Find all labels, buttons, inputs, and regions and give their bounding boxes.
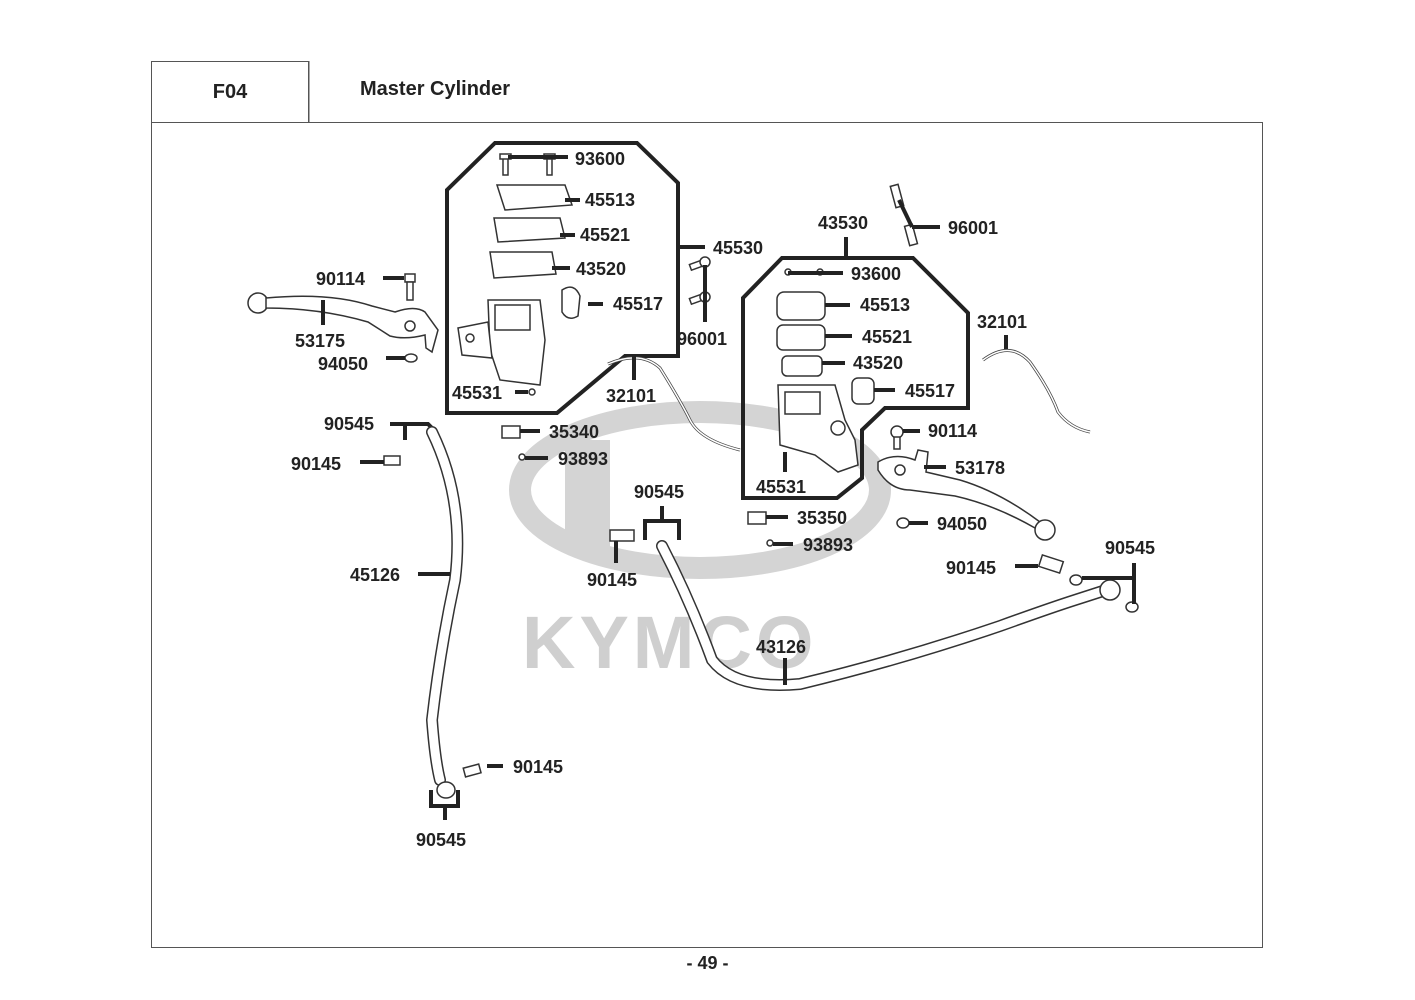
part-label[interactable]: 43126 bbox=[756, 637, 806, 657]
watermark-k-stem bbox=[565, 440, 610, 550]
washer-icon bbox=[1069, 574, 1083, 586]
diagram-frame bbox=[151, 122, 1263, 948]
part-label[interactable]: 93893 bbox=[803, 535, 853, 555]
part-label[interactable]: 90145 bbox=[946, 558, 996, 578]
diaphragm-icon bbox=[489, 251, 557, 279]
brake-switch-icon bbox=[747, 511, 767, 525]
part-label[interactable]: 96001 bbox=[948, 218, 998, 238]
banjo-bolt-icon bbox=[462, 763, 482, 778]
bolt-icon bbox=[889, 183, 919, 247]
part-label[interactable]: 32101 bbox=[977, 312, 1027, 332]
part-label[interactable]: 90114 bbox=[928, 421, 977, 441]
right-master-cylinder-assembly: 43530 93600 45513 45521 43520 45517 4553 bbox=[741, 213, 970, 500]
clamp-icon bbox=[851, 377, 875, 405]
part-label[interactable]: 32101 bbox=[606, 386, 656, 406]
part-label[interactable]: 90545 bbox=[1105, 538, 1155, 558]
pivot-bolt-icon bbox=[404, 273, 416, 301]
kymco-watermark-logo: KYMCO bbox=[509, 401, 891, 684]
banjo-bolt-icon bbox=[609, 529, 635, 542]
page-title: Master Cylinder bbox=[360, 78, 511, 100]
screw-icon bbox=[518, 453, 526, 461]
reservoir-cap-icon bbox=[495, 184, 574, 211]
leader-line bbox=[897, 199, 914, 228]
part-label[interactable]: 90145 bbox=[513, 757, 563, 777]
part-label[interactable]: 90545 bbox=[324, 414, 374, 434]
part-label[interactable]: 93893 bbox=[558, 449, 608, 469]
part-label[interactable]: 43520 bbox=[853, 353, 903, 373]
part-label[interactable]: 35340 bbox=[549, 422, 599, 442]
brake-lever-left-icon bbox=[247, 292, 439, 354]
part-label[interactable]: 90545 bbox=[634, 482, 684, 502]
page-number: - 49 - bbox=[686, 953, 729, 973]
part-label[interactable]: 45513 bbox=[585, 190, 635, 210]
part-label[interactable]: 96001 bbox=[677, 329, 727, 349]
part-label[interactable]: 94050 bbox=[937, 514, 987, 534]
reservoir-cap-icon bbox=[776, 291, 826, 321]
diaphragm-plate-icon bbox=[493, 217, 566, 243]
part-label[interactable]: 45521 bbox=[862, 327, 912, 347]
brake-hose-right-icon bbox=[656, 540, 1121, 691]
part-label[interactable]: 90145 bbox=[587, 570, 637, 590]
brake-switch-icon bbox=[501, 425, 521, 439]
watermark-text: KYMCO bbox=[522, 601, 817, 684]
clamp-icon bbox=[561, 286, 581, 319]
screw-icon bbox=[528, 388, 536, 396]
banjo-bolt-icon bbox=[383, 455, 401, 466]
diaphragm-icon bbox=[781, 355, 823, 377]
part-label[interactable]: 93600 bbox=[851, 264, 901, 284]
part-label[interactable]: 53178 bbox=[955, 458, 1005, 478]
part-label[interactable]: 90145 bbox=[291, 454, 341, 474]
pivot-bolt-icon bbox=[890, 425, 904, 450]
right-assembly-outline bbox=[741, 256, 970, 500]
left-master-cylinder-assembly: 93600 45513 45521 43520 45517 45531 4553… bbox=[445, 141, 763, 415]
leader-line bbox=[643, 519, 681, 540]
banjo-bolt-icon bbox=[1037, 553, 1065, 575]
diaphragm-plate-icon bbox=[776, 324, 826, 351]
part-label[interactable]: 90545 bbox=[416, 830, 466, 850]
brake-switch-wire-icon bbox=[607, 356, 741, 452]
assembly-label[interactable]: 45530 bbox=[713, 238, 763, 258]
part-label[interactable]: 43520 bbox=[576, 259, 626, 279]
part-label[interactable]: 45126 bbox=[350, 565, 400, 585]
brake-switch-wire-icon bbox=[982, 349, 1091, 434]
part-label[interactable]: 93600 bbox=[575, 149, 625, 169]
part-label[interactable]: 45513 bbox=[860, 295, 910, 315]
master-cylinder-body-icon bbox=[777, 384, 859, 473]
part-label[interactable]: 45521 bbox=[580, 225, 630, 245]
part-label[interactable]: 53175 bbox=[295, 331, 345, 351]
section-code-text: F04 bbox=[212, 80, 248, 103]
nut-icon bbox=[896, 517, 910, 529]
part-label[interactable]: 35350 bbox=[797, 508, 847, 528]
part-label[interactable]: 45531 bbox=[756, 477, 806, 497]
part-label[interactable]: 45517 bbox=[613, 294, 663, 314]
watermark-ring bbox=[509, 401, 891, 579]
nut-icon bbox=[404, 353, 418, 363]
brake-hose-left-icon bbox=[425, 426, 464, 799]
part-label[interactable]: 45517 bbox=[905, 381, 955, 401]
screw-icon bbox=[766, 539, 774, 547]
part-label[interactable]: 45531 bbox=[452, 383, 502, 403]
left-assembly-outline bbox=[445, 141, 680, 415]
assembly-label[interactable]: 43530 bbox=[818, 213, 868, 233]
master-cylinder-body-icon bbox=[457, 299, 546, 386]
part-label[interactable]: 90114 bbox=[316, 269, 365, 289]
brake-lever-right-icon bbox=[877, 449, 1056, 541]
part-label[interactable]: 94050 bbox=[318, 354, 368, 374]
